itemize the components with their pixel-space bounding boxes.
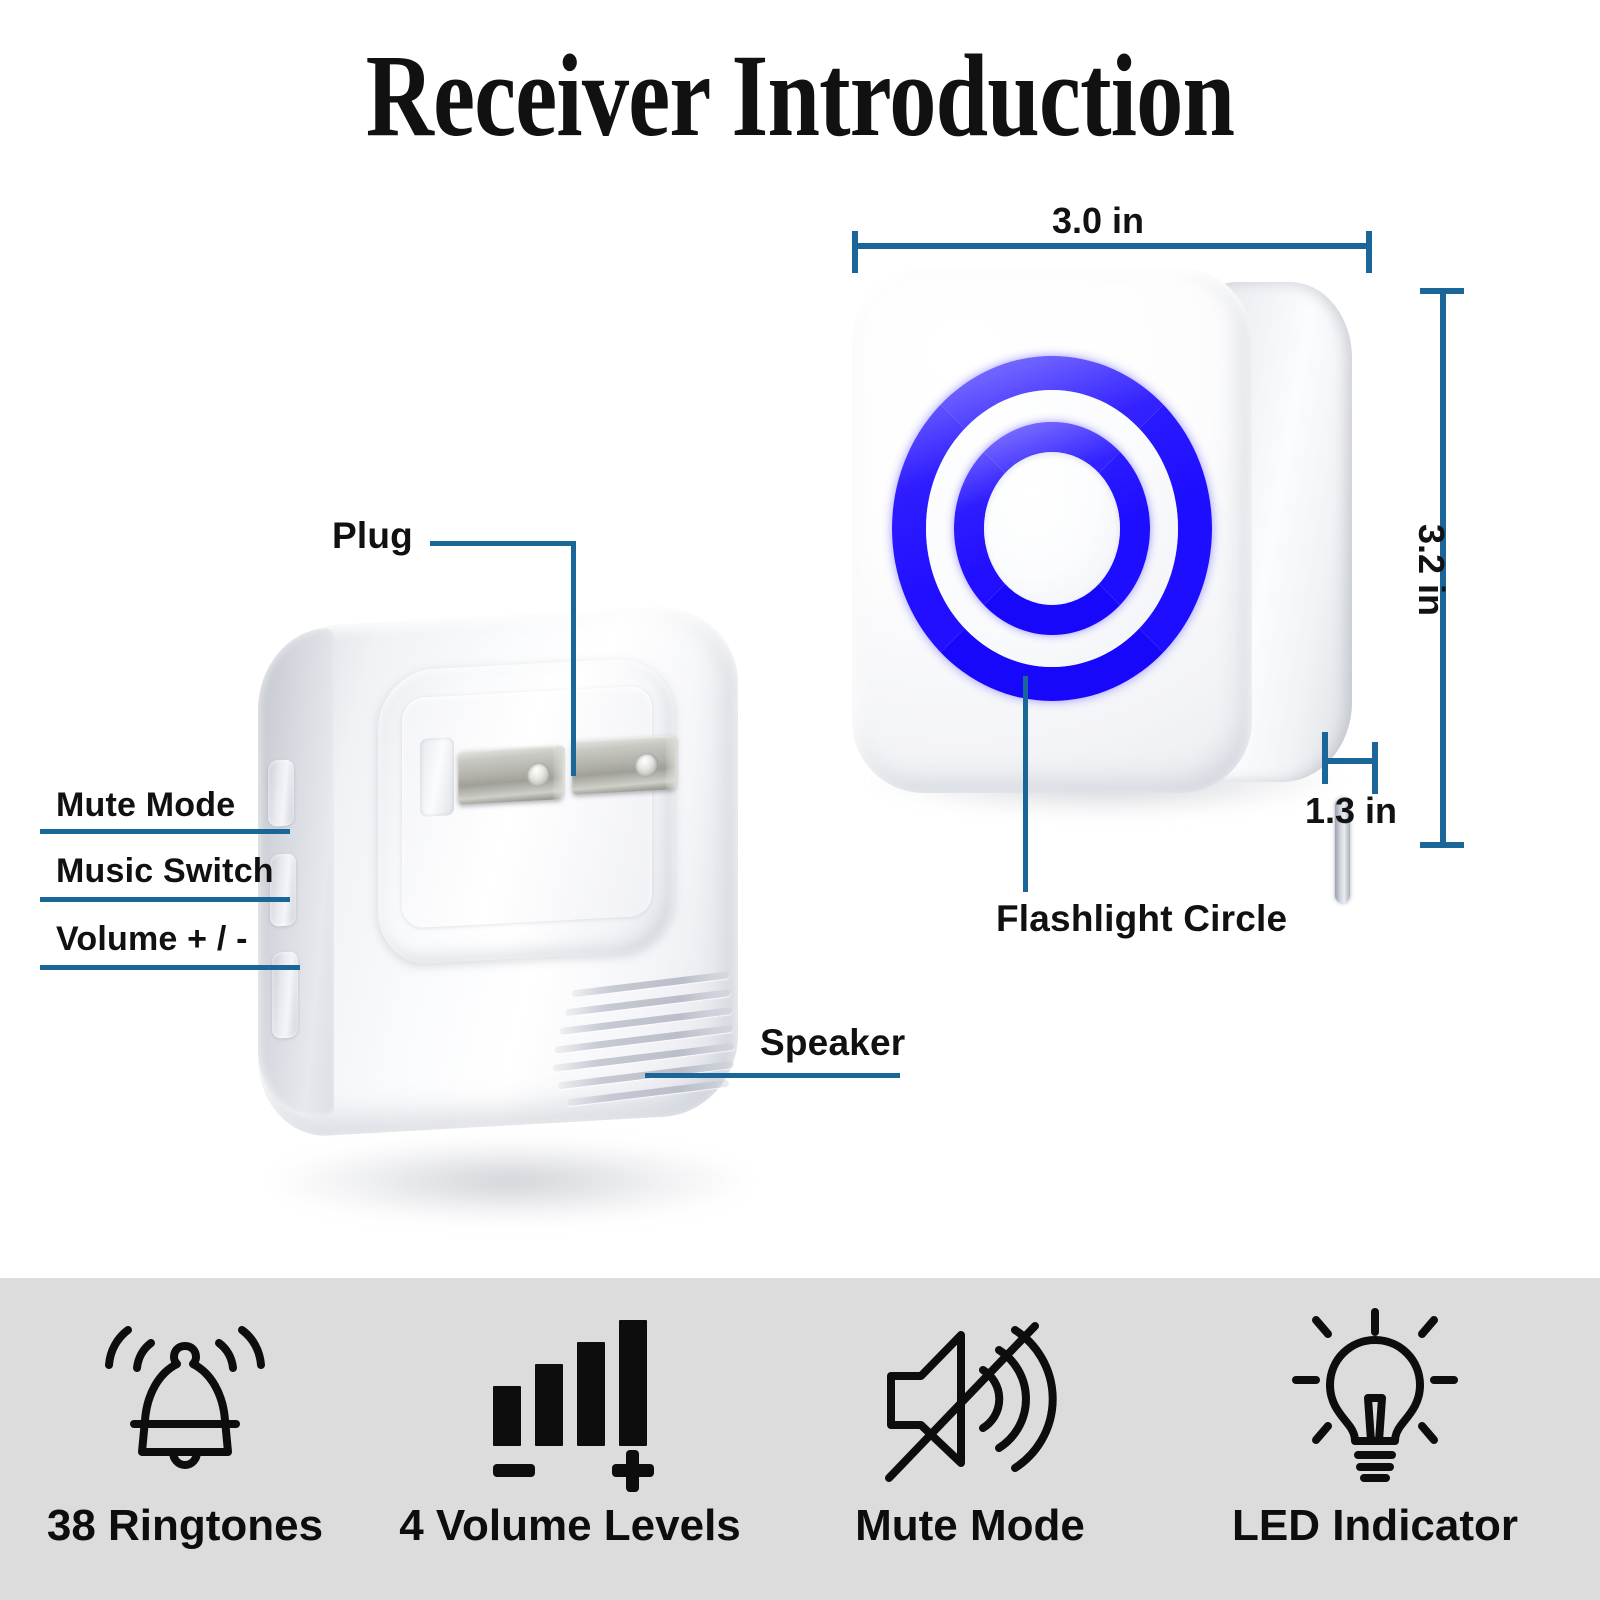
receiver-rear-view xyxy=(250,600,780,1230)
dimension-height-text: 3.2 in xyxy=(1411,524,1452,617)
volume-bars-icon xyxy=(475,1278,665,1504)
dimension-width-line xyxy=(852,243,1372,249)
callout-speaker-leader xyxy=(645,1073,900,1078)
bell-ringing-icon xyxy=(90,1278,280,1504)
prong-hole-right xyxy=(635,752,658,778)
speaker-grille xyxy=(546,969,740,1126)
callout-flashlight-circle: Flashlight Circle xyxy=(996,898,1288,939)
music-switch-control[interactable] xyxy=(270,853,296,927)
feature-led-indicator: LED Indicator xyxy=(1150,1278,1600,1600)
prong-hole-left xyxy=(527,761,550,788)
dimension-width-cap-right xyxy=(1366,231,1372,273)
callout-music-switch-leader xyxy=(40,897,290,902)
feature-mute-mode: Mute Mode xyxy=(800,1278,1140,1600)
dimension-width-text: 3.0 in xyxy=(1052,200,1145,241)
prong-tip-right xyxy=(666,735,678,790)
feature-volume-levels: 4 Volume Levels xyxy=(370,1278,770,1600)
flashlight-circle-graphic xyxy=(892,356,1212,701)
prong-tip-left xyxy=(553,745,565,800)
callout-mute-mode-leader xyxy=(40,829,290,834)
callout-plug: Plug xyxy=(332,515,413,556)
callout-music-switch: Music Switch xyxy=(56,852,274,890)
dimension-depth-cap-left xyxy=(1322,732,1328,784)
feature-volume-levels-label: 4 Volume Levels xyxy=(399,1501,741,1550)
callout-speaker: Speaker xyxy=(760,1022,906,1063)
feature-led-indicator-label: LED Indicator xyxy=(1231,1501,1519,1550)
dimension-depth-text: 1.3 in xyxy=(1305,790,1398,831)
rear-device-shadow xyxy=(275,1140,745,1222)
mute-mode-switch[interactable] xyxy=(268,759,294,827)
callout-mute-mode: Mute Mode xyxy=(56,786,236,824)
receiver-front-view xyxy=(852,268,1352,903)
speaker-muted-icon xyxy=(875,1278,1065,1504)
callout-plug-leader-v xyxy=(571,541,576,776)
dimension-height-cap-top xyxy=(1420,288,1464,294)
callout-volume: Volume + / - xyxy=(56,920,248,958)
ring-center-disc xyxy=(984,452,1120,605)
callout-plug-leader-h xyxy=(430,541,576,546)
plug-prong-right xyxy=(572,735,678,795)
flashlight-circle-leader xyxy=(1023,676,1028,892)
feature-band: 38 Ringtones 4 Volume Levels xyxy=(0,1278,1600,1600)
feature-mute-mode-label: Mute Mode xyxy=(855,1501,1085,1550)
dimension-depth-line xyxy=(1322,758,1378,764)
dimension-height-line xyxy=(1440,288,1446,848)
plug-prong-base xyxy=(420,737,454,817)
dimension-height-cap-bottom xyxy=(1420,842,1464,848)
dimension-width-cap-left xyxy=(852,231,858,273)
feature-ringtones-label: 38 Ringtones xyxy=(46,1501,324,1550)
light-bulb-icon xyxy=(1280,1278,1470,1504)
page-title: Receiver Introduction xyxy=(365,30,1235,161)
plug-prong-left xyxy=(458,745,565,805)
dimension-depth-cap-right xyxy=(1372,742,1378,794)
callout-volume-leader xyxy=(40,965,300,970)
feature-ringtones: 38 Ringtones xyxy=(0,1278,370,1600)
side-button[interactable] xyxy=(1335,798,1350,903)
